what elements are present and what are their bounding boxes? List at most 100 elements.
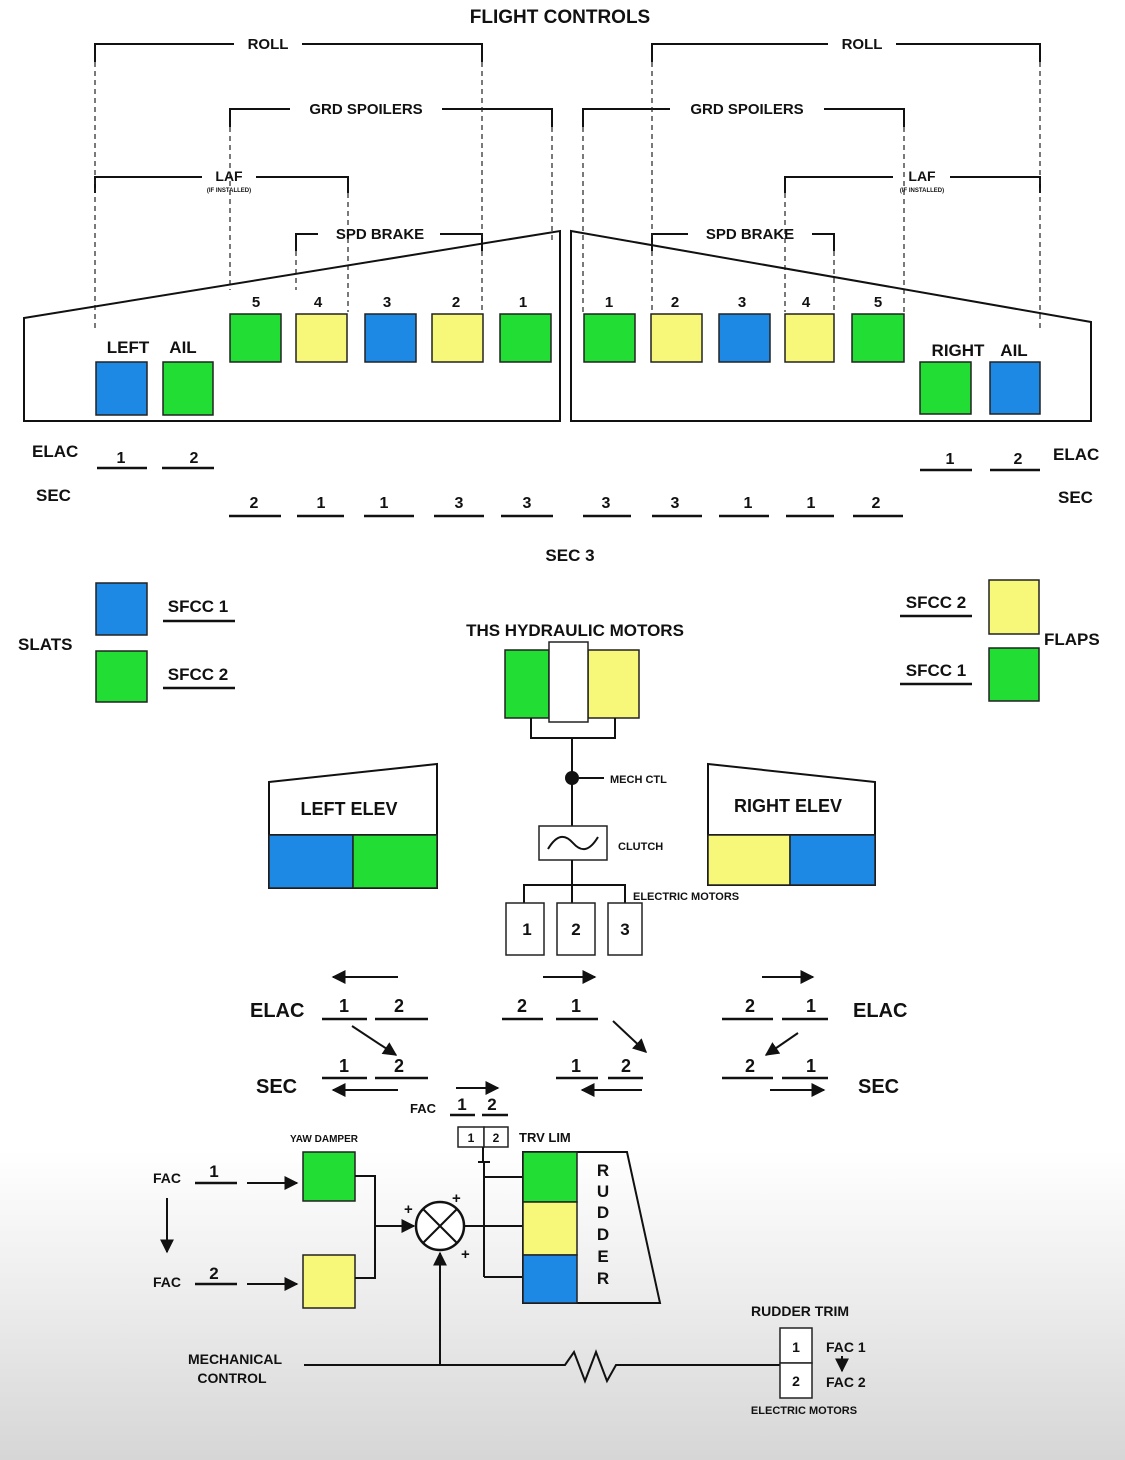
rudder-letter: D xyxy=(597,1225,609,1244)
mech-ctl-node xyxy=(565,771,579,785)
flaps-green-box xyxy=(988,647,1040,702)
slats-green-box xyxy=(95,650,148,703)
slats-sfcc-top: SFCC 1 xyxy=(168,597,228,616)
right-spoiler-number: 3 xyxy=(738,294,746,311)
plus-sign: + xyxy=(452,1190,461,1207)
elac-value: 1 xyxy=(946,451,955,468)
left-laf-bracket: LAF (IF INSTALLED) xyxy=(94,168,349,194)
left-elev-blue xyxy=(268,834,354,889)
rudder-trim-fac1: FAC 1 xyxy=(826,1339,866,1355)
right-spoiler-number: 2 xyxy=(671,294,679,311)
elev-elac-value: 2 xyxy=(394,996,404,1016)
left-roll-label: ROLL xyxy=(248,36,289,53)
rudder-trim-fac2: FAC 2 xyxy=(826,1374,866,1390)
left-sec-label: SEC xyxy=(36,486,71,505)
elev-sec-value: 2 xyxy=(745,1056,755,1076)
trv-lim-box-2 xyxy=(483,1126,509,1148)
right-spoiler-boxes xyxy=(583,313,905,363)
elev-sec-value: 2 xyxy=(394,1056,404,1076)
flaps-sfcc-top: SFCC 2 xyxy=(906,593,966,612)
sec3-label: SEC 3 xyxy=(545,546,594,565)
elev-sec-value: 1 xyxy=(339,1056,349,1076)
yaw-damper-green xyxy=(302,1151,356,1202)
right-spoiler-1-green xyxy=(583,313,636,363)
elev-elac-value: 1 xyxy=(806,996,816,1016)
right-spoiler-5-green xyxy=(851,313,905,363)
flaps-yellow-box xyxy=(988,579,1040,635)
yaw-damper-yellow xyxy=(302,1254,356,1309)
right-spd-brake-label: SPD BRAKE xyxy=(706,226,794,243)
rudder-letter: R xyxy=(597,1269,609,1288)
sec-value: 1 xyxy=(744,495,753,512)
plus-sign: + xyxy=(461,1246,470,1263)
rudder-yellow xyxy=(522,1201,578,1256)
elev-sec-right-label: SEC xyxy=(858,1076,899,1098)
fac-left-top-value: 1 xyxy=(209,1162,218,1181)
left-spoiler-number: 5 xyxy=(252,294,260,311)
rudder-trim-number: 2 xyxy=(792,1373,800,1389)
right-grd-spoilers-bracket: GRD SPOILERS xyxy=(582,101,905,127)
left-spoiler-3-blue xyxy=(364,313,417,363)
fac-value: 2 xyxy=(487,1095,496,1114)
right-ail-label: AIL xyxy=(1000,341,1027,360)
fac-value: 1 xyxy=(457,1095,466,1114)
left-spoiler-number: 1 xyxy=(519,294,527,311)
right-spoiler-number: 4 xyxy=(802,294,811,311)
right-laf-bracket: LAF (IF INSTALLED) xyxy=(784,168,1041,194)
plus-sign: + xyxy=(404,1201,413,1218)
sec-value: 3 xyxy=(455,495,464,512)
right-elac-values: 1 2 xyxy=(920,451,1040,472)
sec-value: 2 xyxy=(250,495,259,512)
right-spoiler-4-yellow xyxy=(784,313,835,363)
right-wing-outline xyxy=(570,229,1092,422)
left-elev-label: LEFT ELEV xyxy=(300,799,397,819)
trv-lim-label: TRV LIM xyxy=(519,1130,571,1145)
left-spd-brake-label: SPD BRAKE xyxy=(336,226,424,243)
electric-motor-2 xyxy=(556,902,596,956)
left-spoiler-4-yellow xyxy=(295,313,348,363)
sec-value: 1 xyxy=(380,495,389,512)
elev-sec-value: 1 xyxy=(571,1056,581,1076)
left-spoiler-2-yellow xyxy=(431,313,484,363)
right-grd-spoilers-label: GRD SPOILERS xyxy=(690,101,803,118)
right-sec-label: SEC xyxy=(1058,488,1093,507)
rudder-trim-box-2 xyxy=(779,1362,813,1399)
elev-computer-logic: ELAC ELAC SEC SEC 1 2 2 1 2 1 1 2 1 2 2 xyxy=(250,970,907,1098)
right-spoiler-numbers: 1 2 3 4 5 xyxy=(605,294,882,311)
flaps-label: FLAPS xyxy=(1044,630,1100,649)
sec-value: 3 xyxy=(671,495,680,512)
left-elac-label: ELAC xyxy=(32,442,78,461)
rudder-letter: D xyxy=(597,1203,609,1222)
sec-value: 3 xyxy=(523,495,532,512)
rudder-letter: R xyxy=(597,1161,609,1180)
elev-elac-value: 2 xyxy=(745,996,755,1016)
right-elev-blue xyxy=(789,834,876,886)
left-aileron-blue xyxy=(95,361,148,416)
right-spd-brake-bracket: SPD BRAKE xyxy=(651,226,835,251)
ths-center-box xyxy=(548,641,589,723)
right-aileron-green xyxy=(919,361,972,415)
sec-values-row: 2 1 1 3 3 3 3 1 1 2 xyxy=(229,495,903,518)
ths-yellow-motor xyxy=(587,649,640,719)
rudder-group: FAC 1 2 1 2 TRV LIM YAW DAMPER FAC 1 FAC… xyxy=(153,1081,866,1417)
fac-left-bottom-label: FAC xyxy=(153,1274,181,1290)
sec-value: 1 xyxy=(807,495,816,512)
fac-label-top: FAC xyxy=(410,1101,437,1116)
rudder-letter: U xyxy=(597,1182,609,1201)
left-spoiler-number: 3 xyxy=(383,294,391,311)
left-dashed-guides xyxy=(94,62,553,330)
left-ail-label: AIL xyxy=(169,338,196,357)
elev-elac-value: 1 xyxy=(571,996,581,1016)
rudder-green xyxy=(522,1151,578,1203)
slats-sfcc-bottom: SFCC 2 xyxy=(168,665,228,684)
right-aileron-label: RIGHT xyxy=(932,341,986,360)
elev-sec-left-label: SEC xyxy=(256,1076,297,1098)
right-aileron-blue xyxy=(989,361,1041,415)
rudder-trim-number: 1 xyxy=(792,1339,800,1355)
right-spoiler-2-yellow xyxy=(650,313,703,363)
ths-green-motor xyxy=(504,649,550,719)
electric-motor-number: 1 xyxy=(522,920,531,939)
diagram-title: FLIGHT CONTROLS xyxy=(470,7,650,28)
yaw-damper-label: YAW DAMPER xyxy=(290,1134,359,1145)
